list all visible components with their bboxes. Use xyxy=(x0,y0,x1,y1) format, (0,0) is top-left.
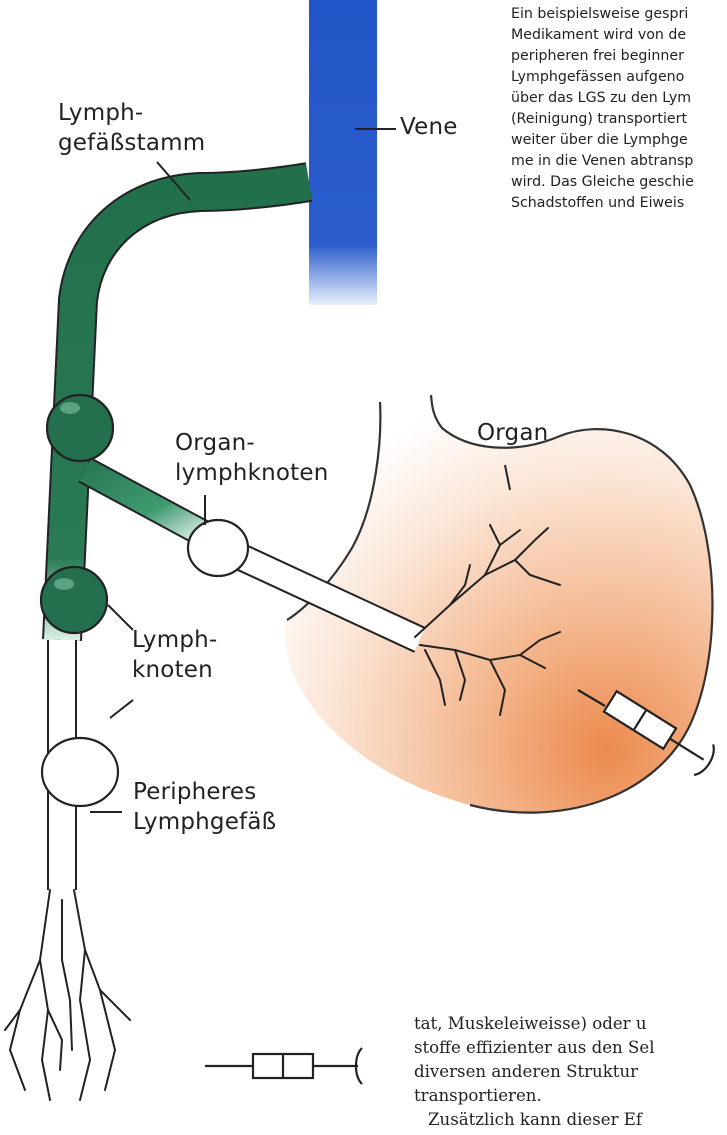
lymph-node-middle xyxy=(41,567,107,633)
label-vene: Vene xyxy=(400,112,458,142)
lymph-node-highlight-1 xyxy=(60,402,80,414)
side-caption-line: (Reinigung) transportiert xyxy=(511,109,727,130)
side-caption-line: me in die Venen abtransp xyxy=(511,151,727,172)
lymph-node-highlight-2 xyxy=(54,578,74,590)
lymph-node-upper xyxy=(47,395,113,461)
body-paragraph: tat, Muskeleiweisse) oder u stoffe effiz… xyxy=(414,1012,727,1132)
body-line: stoffe effizienter aus den Sel xyxy=(414,1036,727,1060)
side-caption-line: Medikament wird von de xyxy=(511,25,727,46)
organ-lymph-node xyxy=(188,520,248,576)
side-caption-line: über das LGS zu den Lym xyxy=(511,88,727,109)
side-caption-line: Schadstoffen und Eiweis xyxy=(511,193,727,214)
body-line: diversen anderen Struktur xyxy=(414,1060,727,1084)
side-caption: Ein beispielsweise gespri Medikament wir… xyxy=(511,4,727,214)
body-line: Zusätzlich kann dieser Ef xyxy=(414,1108,727,1132)
vein xyxy=(309,0,377,305)
label-lymphgefaessstamm: Lymph- gefäßstamm xyxy=(58,98,205,158)
label-peripheres-lymphgefaess: Peripheres Lymphgefäß xyxy=(133,777,276,837)
side-caption-line: peripheren frei beginner xyxy=(511,46,727,67)
label-lymphknoten: Lymph- knoten xyxy=(132,625,217,685)
side-caption-line: wird. Das Gleiche geschie xyxy=(511,172,727,193)
syringe-peripheral-icon xyxy=(205,1048,362,1084)
body-line: transportieren. xyxy=(414,1084,727,1108)
label-organ-lymphknoten: Organ- lymphknoten xyxy=(175,428,329,488)
side-caption-line: weiter über die Lymphge xyxy=(511,130,727,151)
lymph-node-lower xyxy=(42,738,118,806)
side-caption-line: Lymphgefässen aufgeno xyxy=(511,67,727,88)
body-line: tat, Muskeleiweisse) oder u xyxy=(414,1012,727,1036)
peripheral-roots xyxy=(5,890,130,1100)
label-organ: Organ xyxy=(477,418,548,448)
side-caption-line: Ein beispielsweise gespri xyxy=(511,4,727,25)
